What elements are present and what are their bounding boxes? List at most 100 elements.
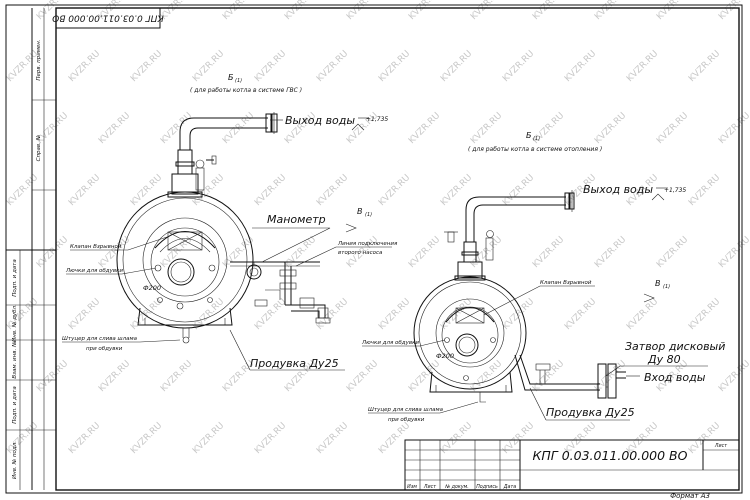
right-dn80: Ду 80 [647, 353, 681, 366]
watermark: KVZR.RU [717, 359, 750, 394]
watermark: KVZR.RU [501, 49, 536, 84]
label-podp-data-1: Подп. и дата [12, 259, 18, 297]
inner-frame [55, 7, 740, 491]
watermark: KVZR.RU [67, 421, 102, 456]
label-sprav: Справ. № [36, 134, 42, 161]
watermark: KVZR.RU [593, 111, 628, 146]
watermark: KVZR.RU [253, 421, 288, 456]
watermark: KVZR.RU [563, 297, 598, 332]
watermark: KVZR.RU [377, 297, 412, 332]
watermark: KVZR.RU [345, 0, 380, 22]
watermark: KVZR.RU [407, 0, 442, 22]
watermark: KVZR.RU [625, 49, 660, 84]
watermark: KVZR.RU [625, 297, 660, 332]
left-view-b-note: ( для работы котла в системе ГВС ) [190, 87, 302, 94]
watermark: KVZR.RU [67, 173, 102, 208]
watermark: KVZR.RU [5, 297, 40, 332]
right-explosion-valve: Клапан Взрывной [540, 280, 592, 286]
left-hatches: Лючки для обдувки [65, 268, 123, 274]
watermark: KVZR.RU [717, 0, 750, 22]
label-inv-podl: Инв. № подл. [12, 441, 18, 479]
right-hatches: Лючки для обдувки [361, 340, 419, 346]
right-view-v-sub: (1) [663, 284, 670, 290]
watermark: KVZR.RU [655, 0, 690, 22]
label-podp-data-2: Подп. и дата [12, 386, 18, 424]
watermark: KVZR.RU [531, 235, 566, 270]
watermark: KVZR.RU [563, 49, 598, 84]
watermark: KVZR.RU [377, 173, 412, 208]
left-view-labels: Б (1) ( для работы котла в системе ГВС )… [62, 73, 398, 371]
stamp-col-podpis: Подпись [476, 484, 498, 490]
watermark: KVZR.RU [221, 0, 256, 22]
watermark: KVZR.RU [687, 421, 722, 456]
stamp-col-dokum: № докум. [444, 484, 469, 490]
watermark: KVZR.RU [35, 359, 70, 394]
watermark: KVZR.RU [593, 235, 628, 270]
watermark: KVZR.RU [469, 111, 504, 146]
watermark: KVZR.RU [345, 359, 380, 394]
watermark: KVZR.RU [407, 359, 442, 394]
left-elevation: +1,735 [366, 116, 388, 123]
watermark: KVZR.RU [439, 173, 474, 208]
watermark: KVZR.RU [97, 111, 132, 146]
watermark: KVZR.RU [253, 173, 288, 208]
watermark: KVZR.RU [655, 111, 690, 146]
right-view-labels: Б (1) ( для работы котла в системе отопл… [361, 131, 725, 423]
right-boiler-view [413, 190, 626, 403]
watermark: KVZR.RU [191, 421, 226, 456]
right-view-b-sub: (1) [533, 136, 540, 142]
watermark: KVZR.RU [97, 359, 132, 394]
watermark: KVZR.RU [687, 173, 722, 208]
right-view-v-letter: В [655, 279, 661, 288]
label-inv-dubl: Инв. № дубл. [12, 304, 18, 342]
watermark: KVZR.RU [283, 235, 318, 270]
format-label: Формат А3 [670, 492, 710, 500]
title-block [404, 439, 740, 491]
left-purge: Продувка Ду25 [250, 357, 339, 370]
watermark: KVZR.RU [129, 173, 164, 208]
watermark: KVZR.RU [159, 111, 194, 146]
watermark: KVZR.RU [5, 421, 40, 456]
label-perv-primen: Перв. примен. [36, 39, 42, 81]
right-view-b-note: ( для работы котла в системе отопления ) [468, 146, 602, 153]
watermark: KVZR.RU [377, 421, 412, 456]
watermark: KVZR.RU [377, 49, 412, 84]
watermark: KVZR.RU [439, 49, 474, 84]
right-butterfly-valve: Затвор дисковый [625, 340, 725, 353]
left-pump-line-2: второго насоса [338, 250, 383, 256]
right-elevation: +1,735 [664, 187, 686, 194]
left-sludge-1: Штуцер для слива шлама [62, 336, 138, 342]
left-explosion-valve: Клапан Взрывной [70, 244, 122, 250]
right-view-b-letter: Б [526, 131, 532, 140]
stamp-sheet-label: Лист [714, 443, 727, 449]
watermark: KVZR.RU [315, 173, 350, 208]
left-view-b-sub: (1) [235, 78, 242, 84]
rotated-number-box [55, 7, 161, 29]
watermark: KVZR.RU [407, 235, 442, 270]
watermark: KVZR.RU [97, 235, 132, 270]
outer-frame [5, 4, 743, 494]
right-water-in: Вход воды [644, 371, 706, 384]
left-view-b-letter: Б [228, 73, 234, 82]
right-diameter: Ф200 [436, 352, 454, 360]
left-sludge-2: при обдувки [86, 346, 123, 352]
watermark: KVZR.RU [687, 297, 722, 332]
watermark: KVZR.RU [531, 0, 566, 22]
watermark: KVZR.RU [593, 0, 628, 22]
watermark: KVZR.RU [717, 111, 750, 146]
stamp-col-list: Лист [423, 484, 436, 490]
right-sludge-2: при обдувки [388, 417, 425, 423]
watermark: KVZR.RU [655, 235, 690, 270]
watermark: KVZR.RU [469, 0, 504, 22]
watermark: KVZR.RU [501, 173, 536, 208]
watermark: KVZR.RU [67, 49, 102, 84]
watermark: KVZR.RU [315, 421, 350, 456]
right-sludge-1: Штуцер для слива шлама [368, 407, 444, 413]
right-purge: Продувка Ду25 [546, 406, 635, 419]
left-water-out: Выход воды [285, 114, 355, 127]
left-pump-line-1: Линия подключения [337, 241, 398, 247]
watermark: KVZR.RU [253, 49, 288, 84]
stamp-col-izm: Изм [407, 484, 417, 490]
